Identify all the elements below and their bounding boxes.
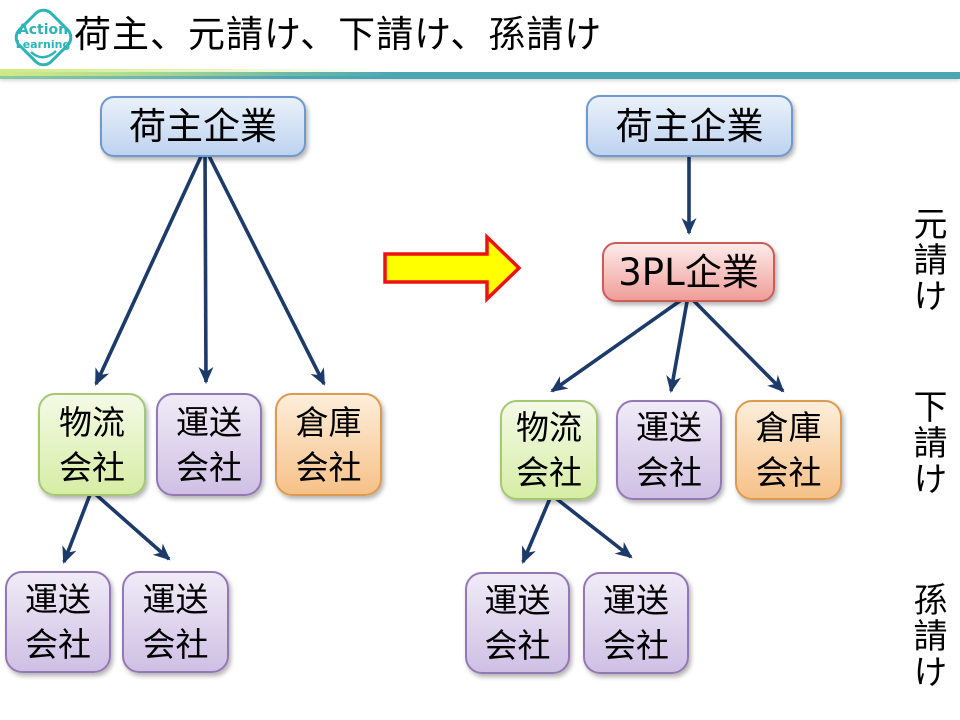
divider-green-glow <box>0 69 420 76</box>
divider-teal-line <box>0 72 960 79</box>
transform-arrow <box>383 232 522 304</box>
right-3pl-node: 3PL企業 <box>602 242 775 302</box>
logo-text-learning: Learning <box>16 38 71 51</box>
tier-label-subcontractor: 下請け <box>907 389 947 497</box>
right-subtransport-node-2: 運送会社 <box>583 572 689 674</box>
tier-label-prime-contractor: 元請け <box>907 206 947 314</box>
right-subtransport-node-1: 運送会社 <box>465 572 570 674</box>
logo-smile-curve <box>30 50 57 59</box>
logo-diamond <box>14 8 73 67</box>
left-shipper-node: 荷主企業 <box>100 96 306 157</box>
left-subtransport-node-1: 運送会社 <box>5 571 111 673</box>
right-shipper-node: 荷主企業 <box>586 95 793 157</box>
logo-text-action: Action <box>18 22 68 38</box>
action-learning-logo: Action Learning <box>14 8 73 67</box>
left-warehouse-node: 倉庫会社 <box>275 393 382 496</box>
page-title: 荷主、元請け、下請け、孫請け <box>74 13 603 56</box>
right-warehouse-node: 倉庫会社 <box>735 400 842 500</box>
left-subtransport-node-2: 運送会社 <box>122 571 229 673</box>
left-transport-node: 運送会社 <box>156 393 262 496</box>
tier-label-sub-subcontractor: 孫請け <box>907 582 947 690</box>
divider-bar <box>0 69 960 81</box>
left-logistics-node: 物流会社 <box>38 393 146 496</box>
right-logistics-node: 物流会社 <box>500 400 598 500</box>
right-transport-node: 運送会社 <box>616 400 722 500</box>
